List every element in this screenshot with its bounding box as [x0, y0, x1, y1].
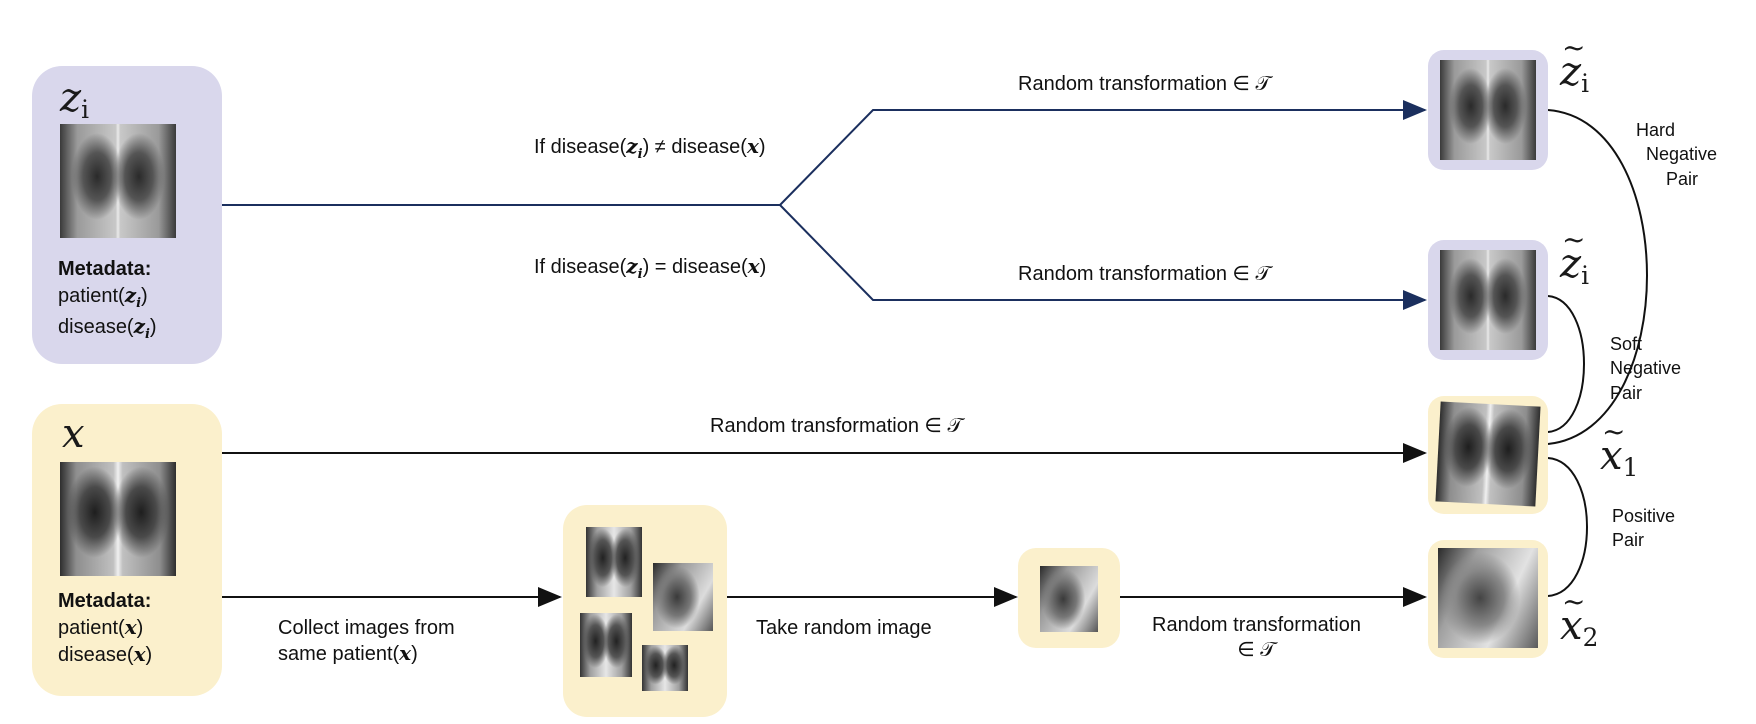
x-metadata: Metadata: patient(x) disease(x) [58, 588, 152, 668]
z-metadata-title: Metadata: [58, 258, 152, 280]
z-metadata-disease: disease(zi) [58, 313, 157, 342]
x-metadata-patient: patient(x) [58, 615, 144, 639]
x-input-box: x Metadata: patient(x) disease(x) [32, 404, 222, 696]
z-metadata: Metadata: patient(zi) disease(zi) [58, 256, 157, 344]
x-metadata-title: Metadata: [58, 590, 152, 612]
positive-pair-arc [1547, 457, 1588, 597]
z-metadata-patient: patient(zi) [58, 283, 148, 311]
x-tilde-2-xray [1438, 548, 1538, 648]
patient-images-collection [563, 505, 727, 717]
x-xray-image [60, 462, 176, 576]
transform-label-x: Random transformation ∈ 𝒯 [710, 415, 963, 437]
x-tilde-symbol-2: x~2 [1560, 585, 1599, 652]
z-input-box: zi Metadata: patient(zi) disease(zi) [32, 66, 222, 364]
collection-xray-2 [653, 563, 713, 631]
z-tilde-output-2 [1428, 240, 1548, 360]
condition-disease-equal: If disease(zi) = disease(x) [534, 254, 767, 282]
hard-negative-pair-arc [1547, 109, 1648, 445]
transform-label-top: Random transformation ∈ 𝒯 [1018, 73, 1271, 95]
condition-disease-not-equal: If disease(zi) ≠ disease(x) [534, 134, 766, 162]
z-branch-up-arrow [779, 100, 1427, 206]
soft-negative-pair-label: Soft Negative Pair [1610, 334, 1682, 403]
random-xray-image [1040, 566, 1098, 632]
z-tilde-symbol-1: z~i [1560, 31, 1590, 98]
z-branch-down-arrow [779, 204, 1427, 310]
collection-xray-1 [586, 527, 642, 597]
hard-negative-pair-label: Hard Negative Pair [1636, 120, 1718, 189]
transform-label-middle: Random transformation ∈ 𝒯 [1018, 263, 1271, 285]
random-image-box [1018, 548, 1120, 648]
z-xray-image [60, 124, 176, 238]
collection-xray-3 [580, 613, 632, 677]
take-random-image-label: Take random image [756, 617, 932, 639]
soft-negative-pair-arc [1547, 295, 1585, 433]
z-tilde-2-xray [1440, 250, 1536, 350]
x-symbol: x [62, 411, 85, 457]
z-tilde-symbol-2: z~i [1560, 223, 1590, 290]
positive-pair-label: Positive Pair [1612, 506, 1676, 551]
collect-images-label: Collect images from same patient(x) [278, 617, 455, 665]
x-tilde-symbol-1: x~1 [1600, 415, 1639, 482]
collection-xray-4 [642, 645, 688, 691]
z-symbol: zi [60, 75, 90, 124]
x-tilde-1-xray [1435, 401, 1541, 507]
z-tilde-1-xray [1440, 60, 1536, 160]
z-tilde-output-1 [1428, 50, 1548, 170]
x-tilde-output-1 [1428, 396, 1548, 514]
x-metadata-disease: disease(x) [58, 642, 153, 666]
transform-label-bottom: Random transformation ∈ 𝒯 [1152, 614, 1361, 661]
x-tilde-output-2 [1428, 540, 1548, 658]
